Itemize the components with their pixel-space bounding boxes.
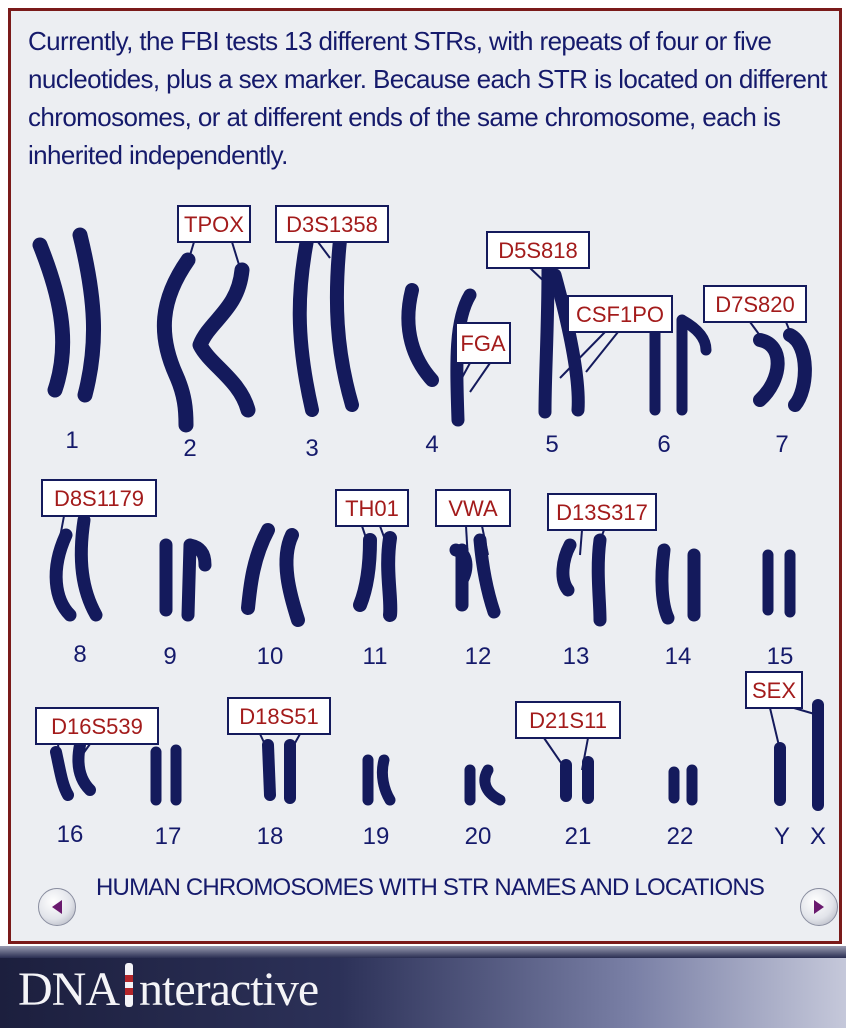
- str-label-text: FGA: [460, 331, 506, 356]
- str-label-d3s1358: D3S1358: [276, 206, 388, 242]
- str-label-d5s818: D5S818: [487, 232, 589, 268]
- chromosome-4-chromatid: [408, 290, 432, 380]
- chromosome-9-chromatid: [188, 545, 205, 615]
- triangle-left-icon: [49, 898, 65, 916]
- str-label-text: TPOX: [184, 212, 244, 237]
- chromosome-number-label: 15: [767, 643, 794, 670]
- str-label-text: VWA: [448, 496, 498, 521]
- previous-button[interactable]: [38, 888, 76, 926]
- fga-leader-line: [470, 363, 490, 392]
- str-label-tpox: TPOX: [178, 206, 250, 242]
- str-label-d13s317: D13S317: [548, 494, 656, 530]
- chromosome-number-label: 14: [665, 643, 692, 670]
- chromosome-14-chromatid: [662, 550, 668, 618]
- str-label-d16s539: D16S539: [36, 708, 158, 744]
- chromosome-1-chromatid: [80, 235, 94, 395]
- chromosome-8-chromatid: [81, 520, 96, 615]
- diagram-caption: HUMAN CHROMOSOMES WITH STR NAMES AND LOC…: [96, 874, 786, 902]
- str-label-text: TH01: [345, 496, 399, 521]
- chromosome-number-label: 12: [465, 643, 492, 670]
- chromosome-number-label: 6: [657, 431, 670, 458]
- sex-leader-line: [770, 708, 780, 750]
- tpox-leader-line: [232, 242, 240, 268]
- chromosome-11-chromatid: [360, 540, 370, 605]
- chromosome-number-label: 22: [667, 823, 694, 850]
- chromosome-number-label: 7: [775, 431, 788, 458]
- d3s1358-leader-line: [318, 242, 330, 258]
- str-label-text: D7S820: [715, 292, 795, 317]
- chromosome-number-label: 13: [563, 643, 590, 670]
- chromosome-1-chromatid: [40, 245, 63, 390]
- footer-shade: [0, 946, 846, 958]
- str-label-text: D3S1358: [286, 212, 378, 237]
- str-label-vwa: VWA: [436, 490, 510, 526]
- chromosome-7-chromatid: [790, 335, 805, 405]
- str-label-th01: TH01: [336, 490, 408, 526]
- chromosome-number-label: 11: [363, 643, 388, 670]
- chromosome-number-label: 16: [57, 821, 84, 848]
- str-label-text: D8S1179: [54, 486, 144, 511]
- chromosome-12-chromatid: [456, 550, 466, 605]
- next-button[interactable]: [800, 888, 838, 926]
- chromosome-6-chromatid: [682, 320, 706, 410]
- str-label-text: D5S818: [498, 238, 578, 263]
- triangle-right-icon: [811, 898, 827, 916]
- str-label-text: D21S11: [529, 708, 607, 733]
- str-label-d21s11: D21S11: [516, 702, 620, 738]
- chromosome-number-label: 18: [257, 823, 284, 850]
- chromosome-number-label: 4: [425, 431, 438, 458]
- chromosome-10-chromatid: [248, 530, 268, 608]
- chromosome-number-label: 5: [545, 431, 558, 458]
- chromosome-16-chromatid: [56, 752, 68, 795]
- str-label-text: D18S51: [239, 704, 319, 729]
- chromosome-number-label: 21: [565, 823, 592, 850]
- str-label-text: D16S539: [51, 714, 143, 739]
- str-label-text: D13S317: [556, 500, 648, 525]
- chromosome-number-label: 19: [363, 823, 390, 850]
- str-label-fga: FGA: [456, 323, 510, 363]
- str-label-text: SEX: [752, 678, 796, 703]
- str-label-text: CSF1PO: [576, 302, 664, 327]
- chromosome-19-chromatid: [382, 760, 390, 800]
- chromosome-number-label: X: [810, 823, 826, 850]
- chromosome-number-label: Y: [774, 823, 790, 850]
- chromosome-2-chromatid: [164, 260, 188, 425]
- chromosome-number-label: 1: [65, 427, 78, 454]
- dna-helix-logo-icon: [120, 961, 138, 1009]
- chromosome-13-chromatid: [563, 545, 570, 590]
- chromosome-number-label: 17: [155, 823, 182, 850]
- chromosome-number-label: 3: [305, 435, 318, 462]
- chromosome-10-chromatid: [286, 535, 298, 620]
- chromosome-11-chromatid: [388, 538, 390, 615]
- d21s11-leader-line: [544, 738, 566, 770]
- chromosome-number-label: 9: [163, 643, 176, 670]
- str-label-csf1po: CSF1PO: [568, 296, 672, 332]
- str-label-sex: SEX: [746, 672, 802, 708]
- d13s317-leader-line: [580, 530, 582, 555]
- chromosome-5-chromatid: [545, 270, 548, 412]
- chromosome-number-label: 2: [183, 435, 196, 462]
- csf1po-leader-line: [586, 332, 618, 372]
- chromosome-number-label: 8: [73, 641, 86, 668]
- chromosome-13-chromatid: [598, 540, 600, 620]
- chromosome-2-chromatid: [200, 270, 248, 410]
- chromosome-3-chromatid: [337, 240, 352, 405]
- str-label-d18s51: D18S51: [228, 698, 330, 734]
- chromosome-3-chromatid: [300, 225, 312, 410]
- chromosome-number-label: 20: [465, 823, 492, 850]
- chromosome-number-label: 10: [257, 643, 284, 670]
- str-label-d8s1179: D8S1179: [42, 480, 156, 516]
- chromosome-20-chromatid: [485, 770, 500, 800]
- str-label-d7s820: D7S820: [704, 286, 806, 322]
